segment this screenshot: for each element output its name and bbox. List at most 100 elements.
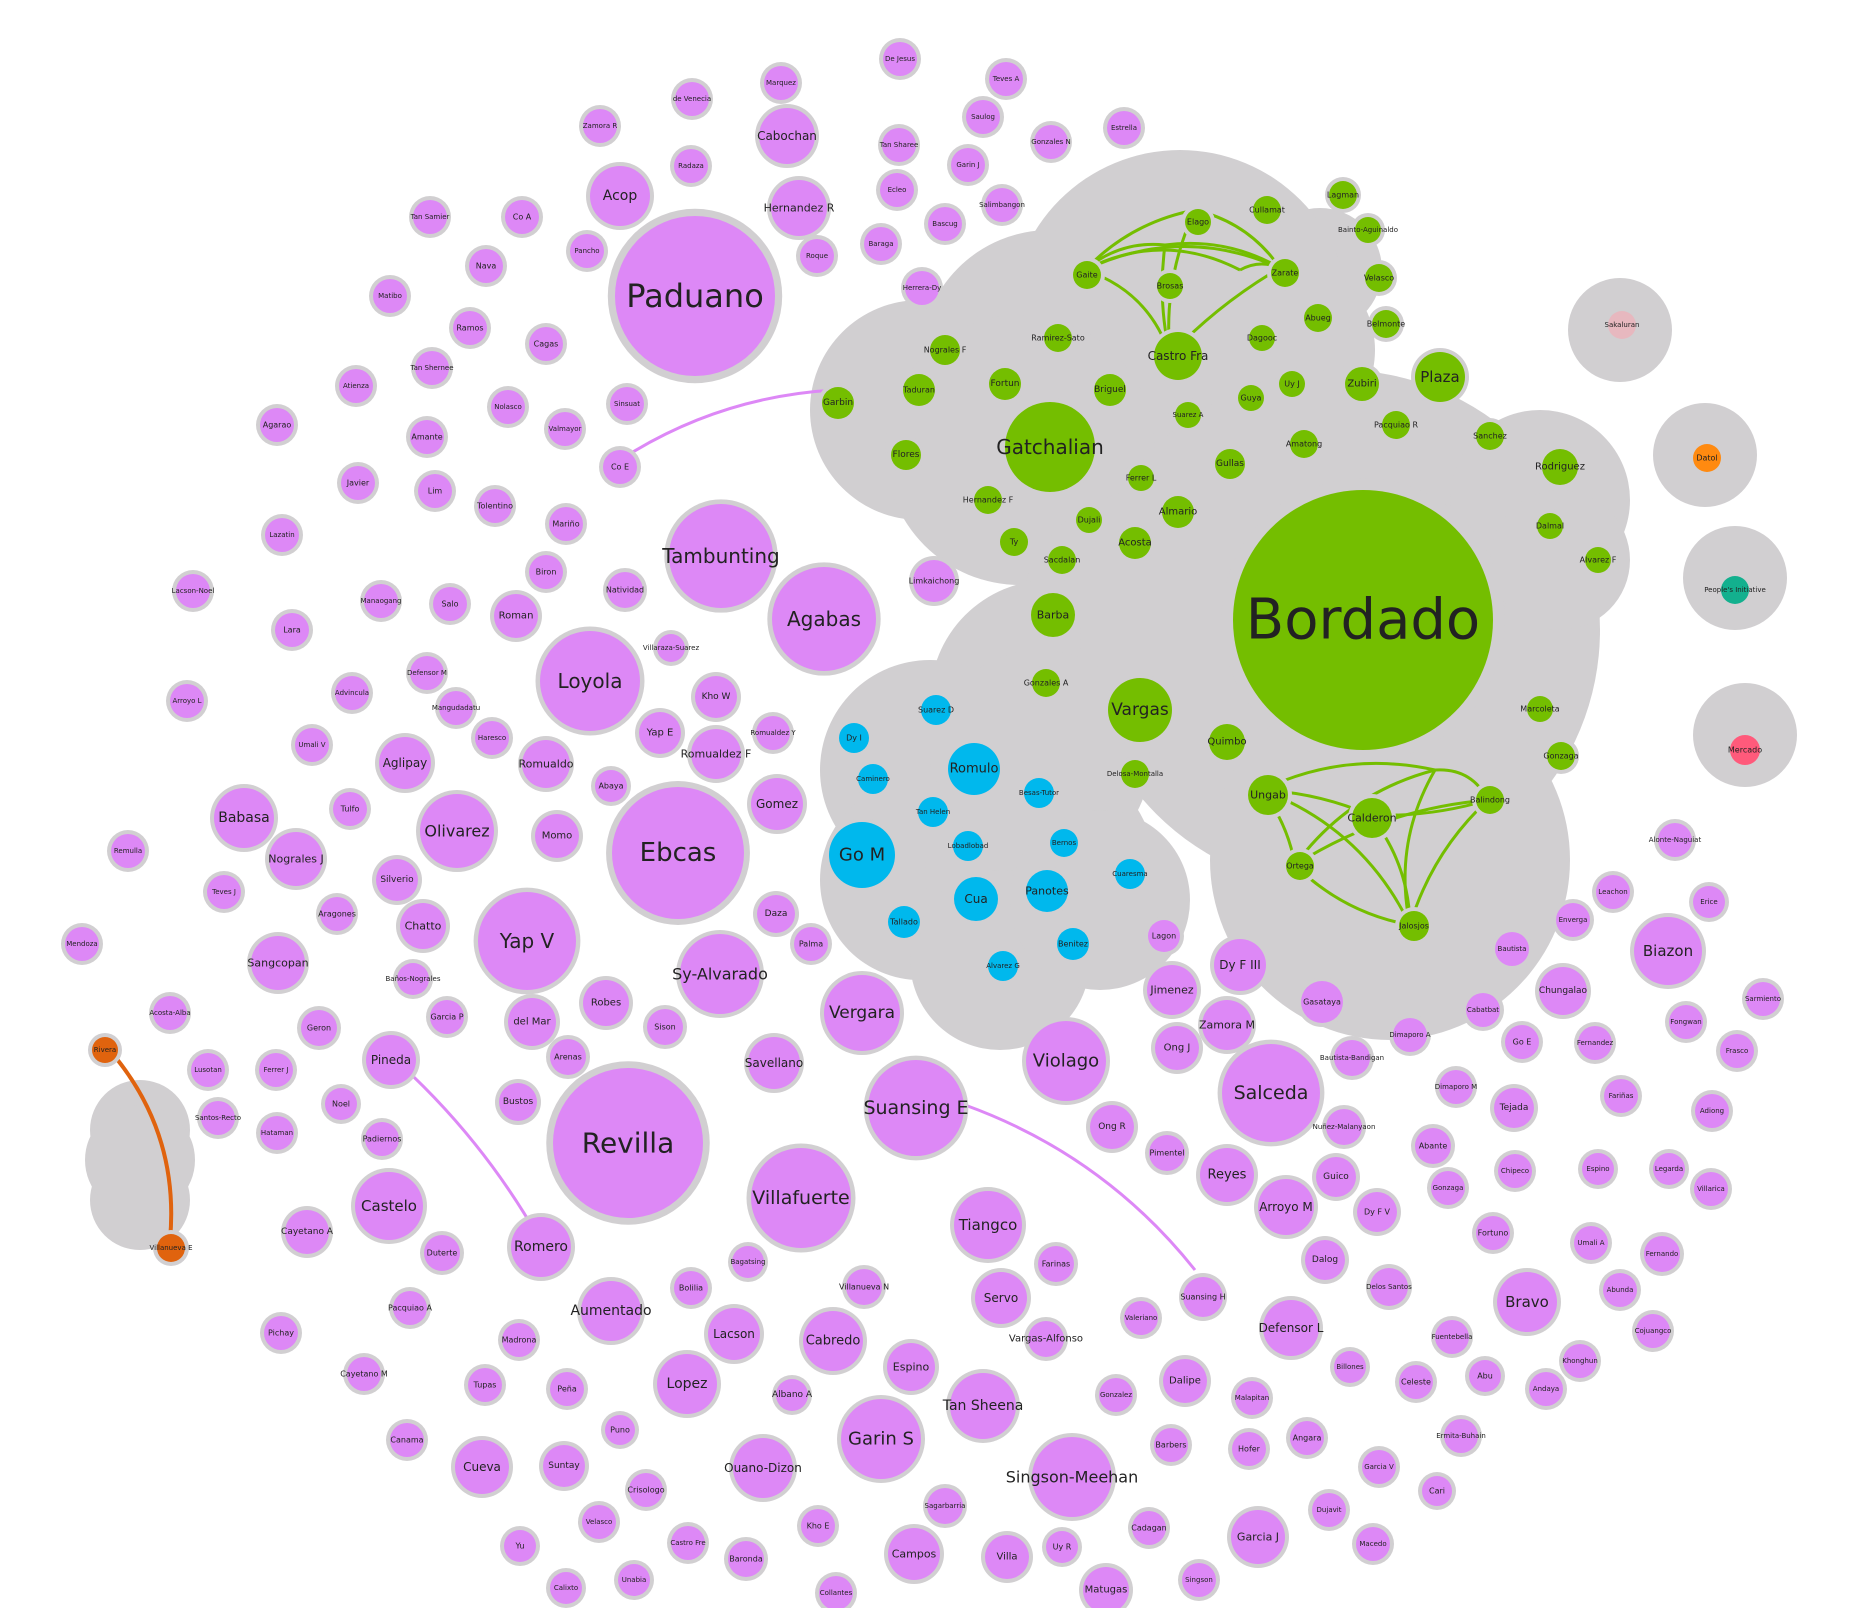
node-bubble[interactable]: Ouano-Dizon <box>724 1434 802 1502</box>
node-bubble[interactable]: Pacquiao R <box>1374 407 1418 443</box>
node-bubble[interactable]: Estrella <box>1103 107 1145 149</box>
node-bubble[interactable]: Kho E <box>797 1505 839 1547</box>
node-bubble[interactable]: Sy-Alvarado <box>672 930 768 1018</box>
node-bubble[interactable]: Ungab <box>1244 771 1292 819</box>
node-bubble[interactable]: Bravo <box>1493 1268 1561 1336</box>
node-bubble[interactable]: Baronda <box>724 1537 768 1581</box>
node-bubble[interactable]: Agarao <box>256 404 298 446</box>
node-bubble[interactable]: Elago <box>1181 205 1215 239</box>
node-bubble[interactable]: Yap V <box>473 887 581 995</box>
node-bubble[interactable]: Abante <box>1411 1124 1455 1168</box>
node-bubble[interactable]: Suansing H <box>1179 1273 1227 1321</box>
node-bubble[interactable]: Defensor M <box>406 652 448 694</box>
node-bubble[interactable]: Ortega <box>1282 848 1318 884</box>
node-bubble[interactable]: Gonzales A <box>1024 665 1069 701</box>
node-bubble[interactable]: Hernandez R <box>764 176 835 240</box>
node-bubble[interactable]: Campos <box>884 1524 944 1584</box>
node-bubble[interactable]: Dy F V <box>1353 1188 1401 1236</box>
node-bubble[interactable]: Abueg <box>1300 300 1336 336</box>
node-bubble[interactable]: Sakaluran <box>1604 307 1640 343</box>
node-bubble[interactable]: Bagatsing <box>728 1242 768 1282</box>
node-bubble[interactable]: Garbin <box>818 383 858 423</box>
node-bubble[interactable]: Cua <box>950 873 1002 925</box>
node-bubble[interactable]: Vargas-Alfonso <box>1009 1317 1083 1361</box>
node-bubble[interactable]: Gomez <box>747 774 807 834</box>
node-bubble[interactable]: Sagarbarria <box>923 1484 967 1528</box>
node-bubble[interactable]: Unabia <box>614 1560 654 1600</box>
node-bubble[interactable]: Loyola <box>535 626 645 736</box>
node-bubble[interactable]: Delosa-Montalla <box>1107 756 1163 792</box>
node-bubble[interactable]: Madrona <box>498 1319 540 1361</box>
node-bubble[interactable]: Gonzaga <box>1543 738 1579 774</box>
node-bubble[interactable]: Leachon <box>1592 871 1634 913</box>
node-bubble[interactable]: Enverga <box>1552 899 1594 941</box>
node-bubble[interactable]: Villaraza-Suarez <box>643 630 700 666</box>
node-bubble[interactable]: Cabredo <box>799 1307 867 1375</box>
node-bubble[interactable]: Barba <box>1027 589 1079 641</box>
node-bubble[interactable]: Paduano <box>607 208 783 384</box>
node-bubble[interactable]: Mercado <box>1726 731 1764 769</box>
node-bubble[interactable]: Chungalao <box>1535 963 1591 1019</box>
node-bubble[interactable]: Sison <box>643 1005 687 1049</box>
node-bubble[interactable]: Pichay <box>260 1312 302 1354</box>
node-bubble[interactable]: Garin J <box>947 144 989 186</box>
node-bubble[interactable]: Lazatin <box>261 514 303 556</box>
node-bubble[interactable]: Baños-Nograles <box>385 959 441 999</box>
node-bubble[interactable]: Bolilia <box>670 1267 712 1309</box>
node-bubble[interactable]: Gaite <box>1069 257 1105 293</box>
node-bubble[interactable]: Matibo <box>369 275 411 317</box>
node-bubble[interactable]: Olivarez <box>416 790 498 872</box>
node-bubble[interactable]: Ebcas <box>606 781 750 925</box>
node-bubble[interactable]: Advincula <box>331 672 373 714</box>
node-bubble[interactable]: Celeste <box>1395 1361 1437 1403</box>
node-bubble[interactable]: Daza <box>753 891 799 937</box>
node-bubble[interactable]: Rivera <box>88 1033 122 1067</box>
node-bubble[interactable]: Jalosjos <box>1395 907 1433 945</box>
node-bubble[interactable]: Tulfo <box>329 788 371 830</box>
node-bubble[interactable]: Cadagan <box>1128 1507 1170 1549</box>
node-bubble[interactable]: Lobadlobad <box>948 827 989 865</box>
node-bubble[interactable]: Cojuangco <box>1632 1310 1674 1352</box>
node-bubble[interactable]: Hataman <box>256 1112 298 1154</box>
node-bubble[interactable]: Sacdalan <box>1044 542 1081 578</box>
node-bubble[interactable]: Hofer <box>1228 1428 1270 1470</box>
node-bubble[interactable]: Caminero <box>854 760 892 798</box>
node-bubble[interactable]: Zarate <box>1267 255 1303 291</box>
node-bubble[interactable]: Ecleo <box>876 169 918 211</box>
node-bubble[interactable]: Fernando <box>1640 1232 1684 1276</box>
node-bubble[interactable]: Dalmal <box>1533 509 1567 543</box>
node-bubble[interactable]: Dy F III <box>1210 935 1270 995</box>
node-bubble[interactable]: Erice <box>1689 882 1729 922</box>
node-bubble[interactable]: Suntay <box>539 1441 589 1491</box>
node-bubble[interactable]: Taduran <box>899 370 939 410</box>
node-bubble[interactable]: Baraga <box>860 223 902 265</box>
node-bubble[interactable]: Nava <box>465 245 507 287</box>
node-bubble[interactable]: Castelo <box>351 1168 427 1244</box>
node-bubble[interactable]: Garin S <box>837 1395 925 1483</box>
node-bubble[interactable]: Tolentino <box>474 485 516 527</box>
node-bubble[interactable]: Roman <box>490 590 542 642</box>
node-bubble[interactable]: Chipeco <box>1494 1150 1536 1192</box>
node-bubble[interactable]: Manaogang <box>360 580 402 622</box>
node-bubble[interactable]: Cabochan <box>755 104 819 168</box>
node-bubble[interactable]: Teves A <box>985 58 1027 100</box>
node-bubble[interactable]: Calderon <box>1347 794 1397 842</box>
node-bubble[interactable]: Frasco <box>1716 1030 1758 1072</box>
node-bubble[interactable]: Abaya <box>591 766 631 806</box>
node-bubble[interactable]: Robes <box>579 976 633 1030</box>
node-bubble[interactable]: Garcia J <box>1227 1506 1289 1568</box>
node-bubble[interactable]: Tambunting <box>661 499 780 613</box>
node-bubble[interactable]: Chatto <box>396 899 450 953</box>
node-bubble[interactable]: Agabas <box>767 562 881 676</box>
node-bubble[interactable]: Nograles J <box>265 828 327 890</box>
node-bubble[interactable]: Aumentado <box>570 1277 652 1345</box>
node-bubble[interactable]: Momo <box>531 810 583 862</box>
node-bubble[interactable]: Dy I <box>835 719 873 757</box>
node-bubble[interactable]: Mendoza <box>61 923 103 965</box>
node-bubble[interactable]: Suarez A <box>1171 398 1205 432</box>
node-bubble[interactable]: Castro Fre <box>667 1522 709 1564</box>
node-bubble[interactable]: Saulog <box>962 96 1004 138</box>
node-bubble[interactable]: Singson <box>1178 1559 1220 1601</box>
node-bubble[interactable]: Palma <box>790 923 832 965</box>
node-bubble[interactable]: Castro Fra <box>1148 328 1209 384</box>
